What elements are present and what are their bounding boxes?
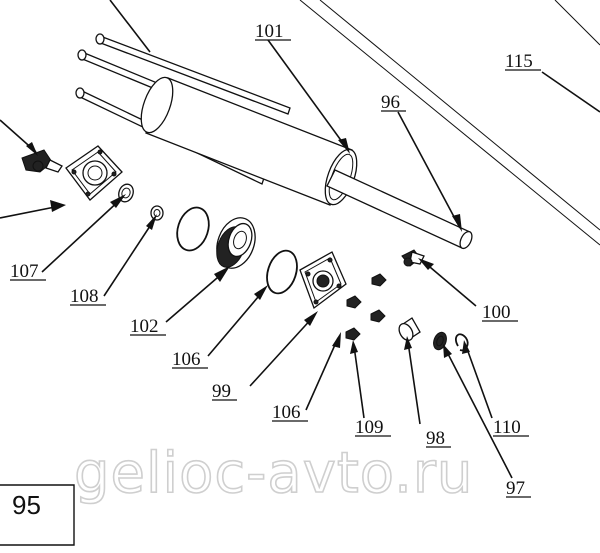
- piston-rod: [326, 169, 473, 250]
- label-98: 98: [426, 428, 445, 449]
- fitting-100: [401, 249, 425, 267]
- label-109: 109: [355, 417, 384, 438]
- label-115: 115: [505, 51, 533, 72]
- label-101: 101: [255, 21, 284, 42]
- o-ring-right: [266, 249, 298, 295]
- part-labels: 101 115 96 107 108 102 106 99 106 109 98…: [10, 21, 541, 499]
- label-100: 100: [482, 302, 511, 323]
- bushing-98: [398, 317, 421, 342]
- right-end-cap: [299, 251, 347, 310]
- left-end-cap: [65, 145, 123, 201]
- label-110: 110: [493, 417, 521, 438]
- label-107: 107: [10, 261, 39, 282]
- label-96: 96: [381, 92, 400, 113]
- watermark: gelioc-avto.ru: [74, 441, 473, 506]
- label-106-right: 106: [272, 402, 301, 423]
- page-number-box: 95: [0, 484, 75, 546]
- housing-outline: [299, 0, 600, 246]
- label-108: 108: [70, 286, 99, 307]
- washer-108: [150, 205, 164, 221]
- leader-lines: [0, 0, 600, 479]
- left-fitting: [21, 149, 63, 173]
- label-106-left: 106: [172, 349, 201, 370]
- piston-102: [216, 217, 256, 269]
- label-99: 99: [212, 381, 231, 402]
- o-ring-left: [176, 206, 210, 252]
- label-102: 102: [130, 316, 159, 337]
- label-97: 97: [506, 478, 525, 499]
- nuts-109: [345, 273, 387, 341]
- page-number: 95: [12, 490, 41, 520]
